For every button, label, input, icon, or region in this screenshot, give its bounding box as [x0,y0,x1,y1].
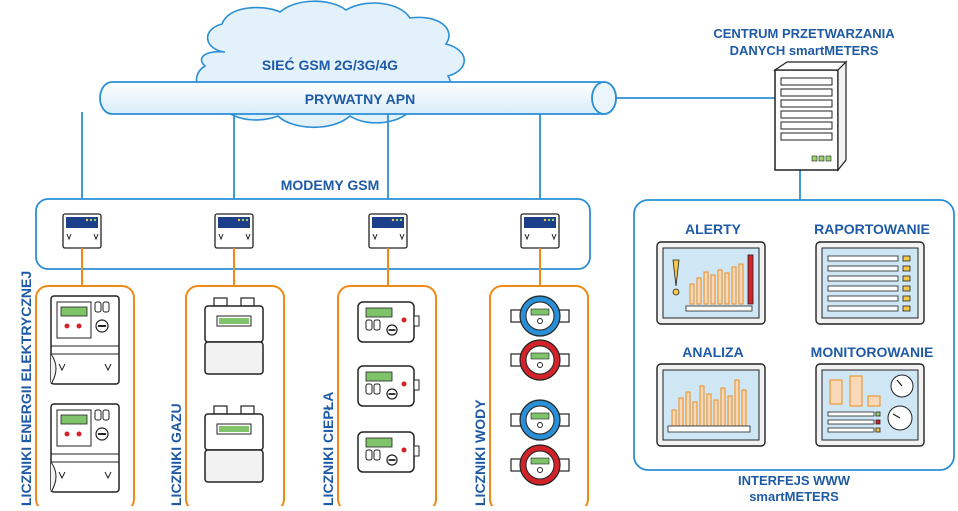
gas-meter-icon [204,297,264,375]
modems-box [35,198,591,270]
meter-group-label: LICZNIKI WODY [472,399,488,506]
server-title: DANYCH smartMETERS [730,43,879,58]
panel-title-alerts: ALERTY [685,221,742,237]
electricity-meter-icon [50,403,120,493]
gas-meter-icon [204,405,264,483]
web-interface-title: INTERFEJS WWW [738,473,851,488]
water-meter-icon [510,339,570,381]
private-apn-label: PRYWATNY APN [305,91,415,107]
water-meter-icon [510,399,570,441]
server-rack-icon [773,60,848,172]
gsm-modem-icon [62,213,102,249]
modem-links [81,97,801,210]
meter-group-label: LICZNIKI ENERGII ELEKTRYCZNEJ [18,271,34,506]
meter-group-label: LICZNIKI CIEPŁA [320,392,336,506]
alert-chart-icon [656,241,766,325]
bar-chart-icon [656,363,766,447]
panel-title-reporting: RAPORTOWANIE [814,221,930,237]
water-meter-icon [510,444,570,486]
report-list-icon [815,241,925,325]
server-title: CENTRUM PRZETWARZANIA [713,26,895,41]
meter-links [81,248,541,286]
meter-group-label: LICZNIKI GAZU [168,403,184,506]
gsm-modems-label: MODEMY GSM [281,177,380,193]
panel-title-analysis: ANALIZA [682,344,743,360]
heat-meter-icon [357,365,420,407]
gsm-network-label: SIEĆ GSM 2G/3G/4G [262,56,398,73]
gsm-modem-icon [520,213,560,249]
heat-meter-icon [357,431,420,473]
electricity-meter-icon [50,295,120,385]
gsm-modem-icon [214,213,254,249]
gauge-dashboard-icon [815,363,925,447]
heat-meter-icon [357,301,420,343]
web-interface-title: smartMETERS [749,489,839,504]
meter-group-electricity [35,285,135,511]
panel-title-monitoring: MONITOROWANIE [811,344,934,360]
meter-group-gas [185,285,285,511]
gsm-modem-icon [368,213,408,249]
meter-group-water [489,285,589,511]
private-apn-pipe [99,81,617,115]
meter-group-heat [337,285,437,511]
water-meter-icon [510,295,570,337]
